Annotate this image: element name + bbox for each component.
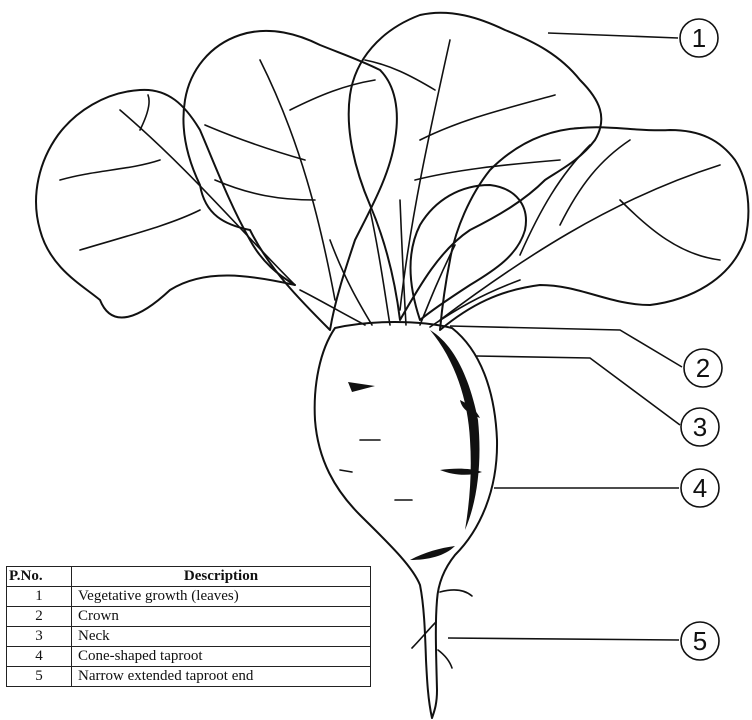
legend-row: 2 Crown — [7, 607, 371, 627]
legend-row-number: 2 — [7, 607, 72, 627]
legend-row: 1 Vegetative growth (leaves) — [7, 587, 371, 607]
legend-row-number: 3 — [7, 627, 72, 647]
legend-row-number: 4 — [7, 647, 72, 667]
midrib-top-right — [400, 40, 450, 310]
legend-row-number: 5 — [7, 667, 72, 687]
callout-5: 5 — [681, 622, 719, 660]
leaf-top-right — [349, 13, 602, 320]
legend-table: P.No. Description 1 Vegetative growth (l… — [6, 566, 371, 687]
callout-2-number: 2 — [696, 353, 710, 383]
callout-2: 2 — [684, 349, 722, 387]
petiole-3 — [370, 210, 390, 325]
legend-header-description: Description — [72, 567, 371, 587]
legend-header-pno: P.No. — [7, 567, 72, 587]
legend-row: 3 Neck — [7, 627, 371, 647]
leaf-left — [36, 90, 295, 318]
legend-header-row: P.No. Description — [7, 567, 371, 587]
root-shading — [430, 330, 479, 530]
leader-1 — [548, 33, 678, 38]
midrib-left — [120, 110, 295, 285]
callout-5-number: 5 — [693, 626, 707, 656]
callout-4: 4 — [681, 469, 719, 507]
legend-row-description: Vegetative growth (leaves) — [72, 587, 371, 607]
callout-4-number: 4 — [693, 473, 707, 503]
callout-3-number: 3 — [693, 412, 707, 442]
leader-3 — [476, 356, 680, 425]
leader-2 — [450, 326, 682, 367]
callout-1-number: 1 — [692, 23, 706, 53]
leader-lines — [448, 33, 682, 640]
legend-row-description: Cone-shaped taproot — [72, 647, 371, 667]
callout-3: 3 — [681, 408, 719, 446]
callout-1: 1 — [680, 19, 718, 57]
legend-row: 5 Narrow extended taproot end — [7, 667, 371, 687]
leaf-group — [36, 13, 748, 330]
leaf-right — [440, 127, 748, 330]
leader-5 — [448, 638, 679, 640]
legend-row-description: Narrow extended taproot end — [72, 667, 371, 687]
legend-row: 4 Cone-shaped taproot — [7, 647, 371, 667]
legend-row-description: Crown — [72, 607, 371, 627]
legend-row-number: 1 — [7, 587, 72, 607]
legend-row-description: Neck — [72, 627, 371, 647]
